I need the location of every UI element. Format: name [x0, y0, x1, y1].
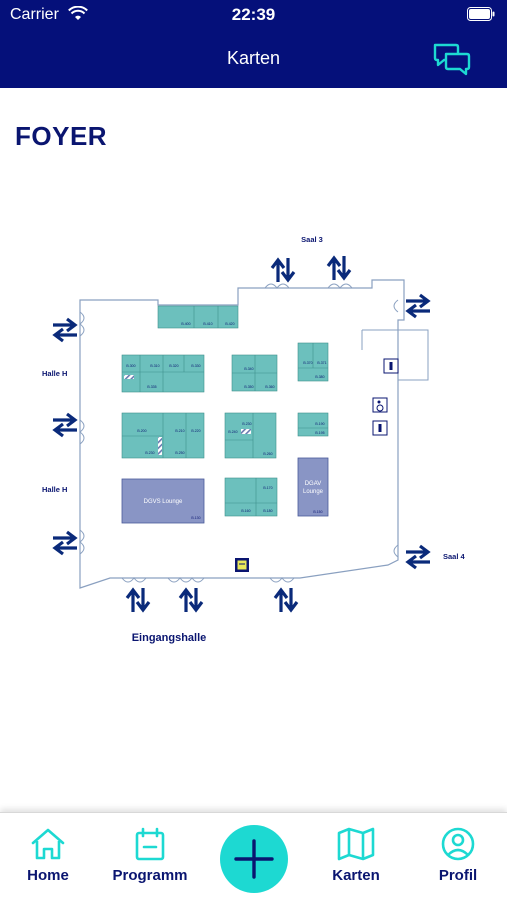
booth-label: B.310 [150, 364, 159, 368]
arrow-icon [51, 412, 79, 438]
navigation-bar: Karten [0, 30, 507, 88]
booth-group-a-bottom[interactable]: B.200 B.210 B.220 B.230 B.250 [121, 412, 205, 459]
booth-label: B.410 [203, 322, 212, 326]
booth-label: B.360 [265, 385, 274, 389]
booth-group-c[interactable]: B.370 B.371 B.380 [297, 342, 329, 382]
floor-map[interactable]: Saal 3 Saal 4 Halle H Halle H Eingangsha… [0, 210, 507, 660]
arrow-icon [270, 256, 296, 284]
booth-label: B.190 [315, 422, 324, 426]
booth-label: B.130 [191, 516, 200, 520]
label-eingangshalle: Eingangshalle [132, 632, 207, 644]
carrier-label: Carrier [10, 6, 59, 23]
booth-group-a-top[interactable]: B.300 B.310 B.320 B.330 B.335 [121, 354, 205, 393]
tab-programm[interactable]: Programm [105, 827, 195, 884]
booth-label: B.371 [317, 361, 326, 365]
booth-label: B.335 [147, 385, 156, 389]
toilet-icon [383, 358, 399, 374]
booth-group-b[interactable]: B.340 B.350 B.360 [231, 354, 278, 392]
wifi-icon [68, 6, 88, 20]
tab-karten[interactable]: Karten [311, 827, 401, 884]
booth-label: B.220 [191, 429, 200, 433]
foyer-outline [79, 279, 405, 589]
arrow-icon [326, 254, 352, 282]
accessible-icon [372, 397, 388, 413]
booth-label: B.230 [145, 451, 154, 455]
arrow-icon [404, 293, 432, 319]
booth-label: B.240 [228, 430, 237, 434]
booth-label: B.370 [303, 361, 312, 365]
tab-label: Karten [332, 867, 380, 884]
dgav-lounge[interactable]: DGAV Lounge B.150 [297, 457, 329, 517]
booth-group-e[interactable]: B.190 B.195 [297, 412, 329, 437]
booth-label: B.420 [225, 322, 234, 326]
tab-home[interactable]: Home [3, 827, 93, 884]
booth-label: B.400 [181, 322, 190, 326]
booth-label: B.260 [263, 452, 272, 456]
door-marks [79, 283, 399, 583]
calendar-icon [135, 827, 165, 861]
booth-label: B.300 [126, 364, 135, 368]
nav-title: Karten [226, 48, 281, 68]
tab-label: Programm [112, 867, 188, 884]
arrow-icon [51, 317, 79, 343]
booth-group-top[interactable]: B.400 B.410 B.420 [157, 305, 239, 329]
label-halle-h-bottom: Halle H [42, 485, 67, 494]
booth-label: B.320 [169, 364, 178, 368]
arrow-icon [125, 586, 151, 614]
booth-label: B.180 [263, 509, 272, 513]
booth-group-f[interactable]: B.160 B.170 B.180 [224, 477, 278, 517]
booth-label: B.195 [315, 431, 324, 435]
label-saal-3: Saal 3 [301, 235, 323, 244]
arrow-icon [51, 530, 79, 556]
toilet-icon [372, 420, 388, 436]
booth-label: B.330 [191, 364, 200, 368]
booth-label: B.380 [315, 375, 324, 379]
booth-label: B.150 [313, 510, 322, 514]
battery-icon [467, 7, 495, 21]
booth-label: B.170 [263, 486, 272, 490]
arrow-icon [404, 544, 432, 570]
booth-label: B.340 [244, 367, 253, 371]
info-point-icon [235, 558, 249, 572]
label-saal-4: Saal 4 [443, 552, 466, 561]
profile-icon [441, 827, 475, 861]
status-bar: Carrier 22:39 [0, 0, 507, 30]
booth-group-d[interactable]: B.230 B.240 B.260 [224, 412, 277, 459]
dgvs-lounge-label: DGVS Lounge [144, 499, 183, 505]
booth-label: B.230 [242, 422, 251, 426]
plus-icon [234, 839, 274, 879]
booth-label: B.210 [175, 429, 184, 433]
tab-profil[interactable]: Profil [413, 827, 503, 884]
page-title: FOYER [15, 121, 108, 151]
booth-label: B.250 [175, 451, 184, 455]
chat-icon[interactable] [432, 42, 472, 76]
tab-label: Profil [438, 867, 478, 884]
dgav-lounge-label-1: DGAV [305, 481, 322, 487]
dgav-lounge-label-2: Lounge [303, 489, 324, 495]
booth-label: B.160 [241, 509, 250, 513]
tab-label: Home [27, 867, 69, 884]
arrow-icon [178, 586, 204, 614]
dgvs-lounge[interactable]: DGVS Lounge B.130 [121, 478, 205, 524]
add-button[interactable] [220, 825, 288, 893]
arrow-icon [273, 586, 299, 614]
booth-label: B.350 [244, 385, 253, 389]
map-icon [337, 827, 375, 861]
clock: 22:39 [231, 5, 276, 24]
booth-label: B.200 [137, 429, 146, 433]
home-icon [31, 828, 65, 860]
label-halle-h-top: Halle H [42, 369, 67, 378]
